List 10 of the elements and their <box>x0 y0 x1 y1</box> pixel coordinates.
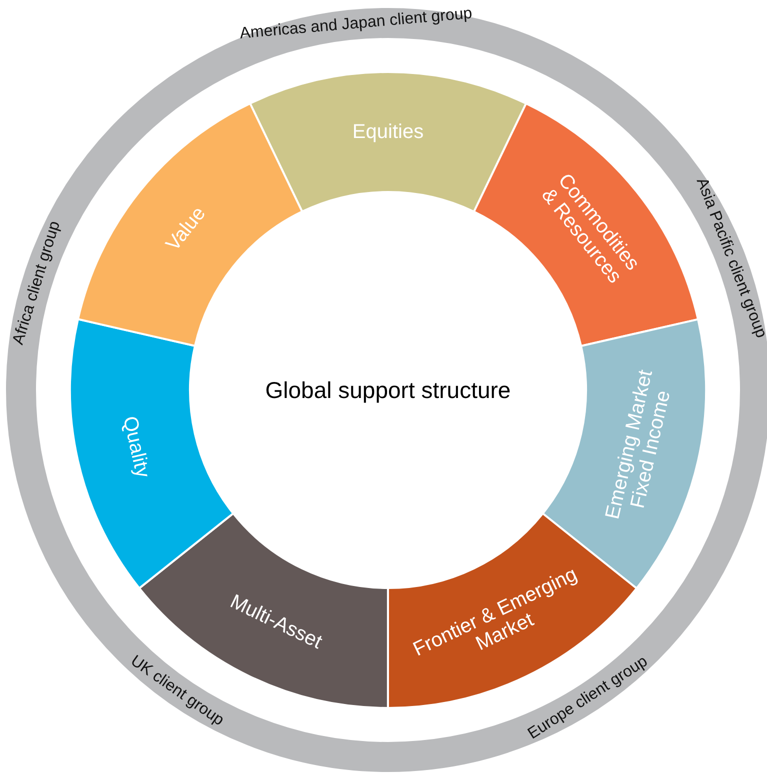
ring-segment <box>69 318 234 590</box>
ring-label: Africa client group <box>10 218 64 346</box>
segment-label: Equities <box>351 120 425 144</box>
segment-label: Quality <box>118 414 156 482</box>
ring-segment <box>77 102 304 347</box>
ring-label: Asia Pacific client group <box>692 176 767 341</box>
ring-label: Americas and Japan client group <box>239 6 473 44</box>
outer-ring <box>6 8 767 772</box>
ring-segment <box>249 72 528 213</box>
center-title: Global support structure <box>265 376 511 404</box>
